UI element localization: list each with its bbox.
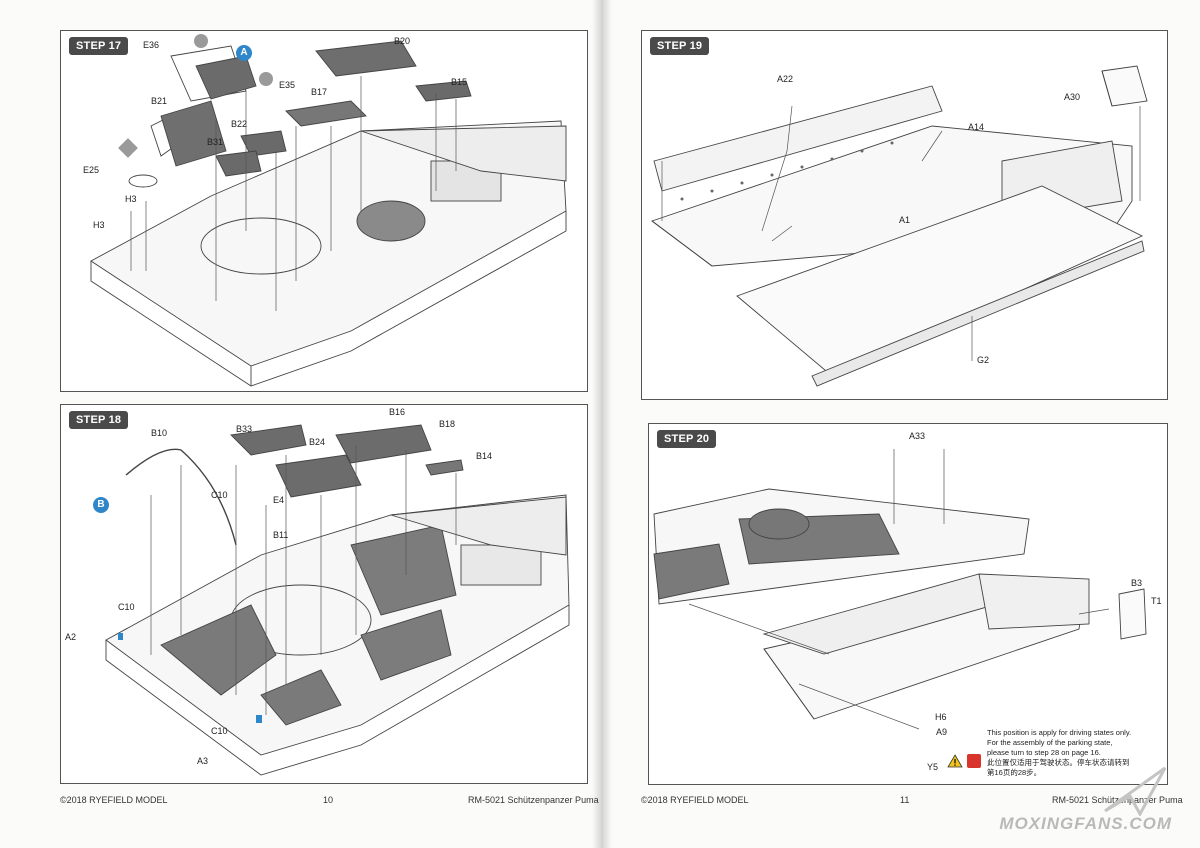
step18-label: A3	[197, 756, 209, 766]
step18-drawing	[105, 424, 570, 776]
step18-panel: STEP 18 B B10 B33 B16	[60, 404, 588, 784]
step20-label: B3	[1131, 578, 1143, 588]
step17-drawing	[90, 34, 567, 387]
step18-label: A2	[65, 632, 77, 642]
step18-label: C10	[211, 726, 228, 736]
step17-label: B15	[451, 77, 468, 87]
step20-label: A9	[936, 727, 948, 737]
warning-icon	[947, 754, 963, 768]
step17-label: B17	[311, 87, 328, 97]
step17-label: E36	[143, 40, 160, 50]
left-page-number: 10	[323, 795, 334, 805]
right-product: RM-5021 Schützenpanzer Puma	[1052, 795, 1183, 805]
left-copyright: ©2018 RYEFIELD MODEL	[60, 795, 168, 805]
step20-note-line: This position is apply for driving state…	[987, 728, 1132, 737]
step17-label: H3	[125, 194, 137, 204]
step17-label: E25	[83, 165, 100, 175]
step18-title: STEP 18	[69, 411, 129, 429]
watermark-text: MOXINGFANS.COM	[999, 814, 1172, 833]
watermark-logo-icon	[1104, 766, 1167, 816]
step18-label: B24	[309, 437, 326, 447]
step18-label: B14	[476, 451, 493, 461]
step18-marker-b: B	[93, 497, 109, 513]
step19-label: G2	[977, 355, 990, 365]
step20-label: A33	[909, 431, 926, 441]
page-gutter	[592, 0, 612, 848]
step17-label: B22	[231, 119, 248, 129]
right-page-number: 11	[900, 795, 910, 805]
step17-label: E35	[279, 80, 296, 90]
left-product: RM-5021 Schützenpanzer Puma	[468, 795, 599, 805]
step18-label: B33	[236, 424, 253, 434]
step20-note-line: For the assembly of the parking state,	[987, 738, 1113, 747]
step17-title: STEP 17	[69, 37, 129, 55]
step18-label: E4	[273, 495, 285, 505]
step20-label: T1	[1151, 596, 1162, 606]
step20-label: H6	[935, 712, 947, 722]
step17-label: B20	[394, 36, 411, 46]
step18-label: C10	[211, 490, 228, 500]
page-reference-icon	[967, 754, 981, 768]
step19-label: A1	[899, 215, 911, 225]
step20-panel: STEP 20 A33 B3 T1 H6 A9 Y5 This position…	[648, 423, 1168, 785]
step20-note-line: 此位置仅适用于驾驶状态。停车状态请转到	[987, 758, 1130, 767]
step20-note-line: 第16页的28步。	[987, 768, 1042, 777]
step20-label: Y5	[927, 762, 939, 772]
step18-label: B18	[439, 419, 456, 429]
step17-label: H3	[93, 220, 105, 230]
step17-panel: STEP 17	[60, 30, 588, 392]
step17-label: B31	[207, 137, 224, 147]
step18-label: B16	[389, 407, 406, 417]
step20-title: STEP 20	[657, 430, 717, 448]
right-copyright: ©2018 RYEFIELD MODEL	[641, 795, 749, 805]
step17-marker-a: A	[236, 45, 252, 61]
step19-label: A30	[1064, 92, 1081, 102]
step18-label: B10	[151, 428, 168, 438]
step17-label: B21	[151, 96, 168, 106]
step19-drawing	[651, 65, 1148, 387]
step19-label: A14	[968, 122, 985, 132]
step20-note-line: please turn to step 28 on page 16.	[987, 748, 1101, 757]
step19-title: STEP 19	[650, 37, 710, 55]
step20-drawing	[653, 449, 1147, 730]
step19-panel: STEP 19 A22 A30 A14 A1 G2	[641, 30, 1168, 400]
step18-label: C10	[118, 602, 135, 612]
step18-label: B11	[273, 530, 289, 540]
step19-label: A22	[777, 74, 794, 84]
